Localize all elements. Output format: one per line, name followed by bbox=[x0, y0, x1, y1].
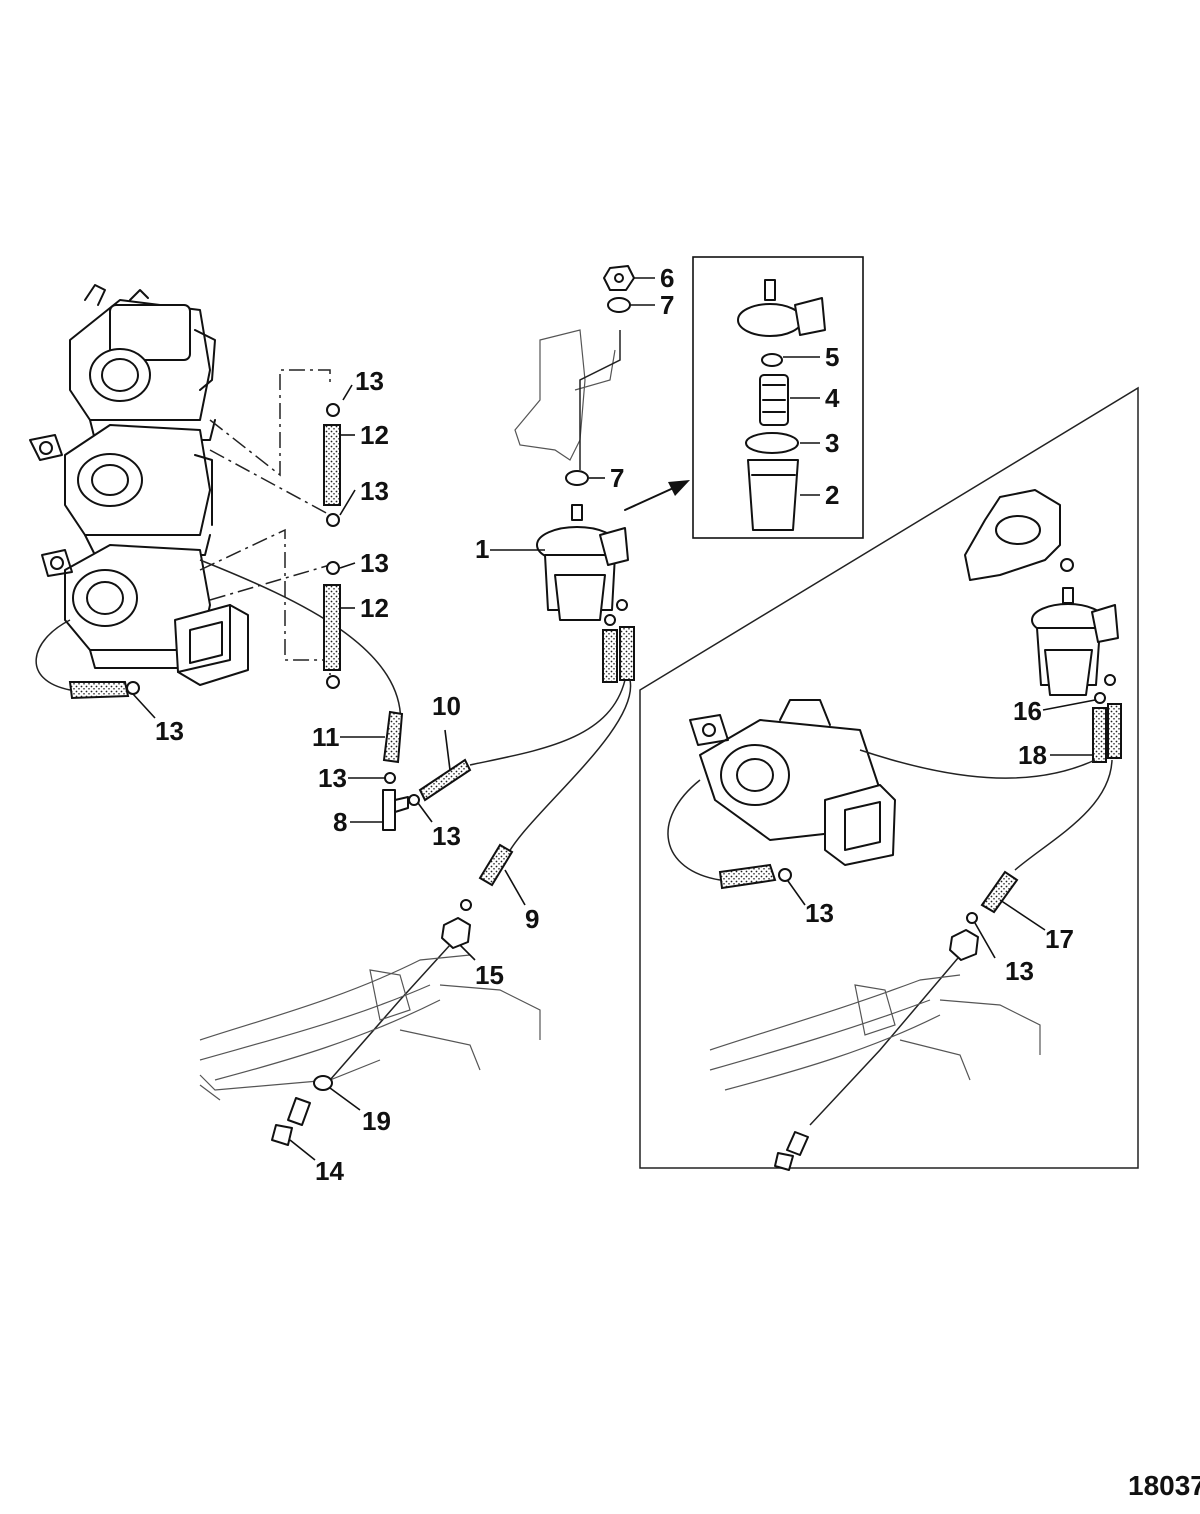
carburetor-top bbox=[69, 284, 216, 441]
callout-13-e: 13 bbox=[318, 763, 347, 793]
callout-4: 4 bbox=[825, 383, 840, 413]
callout-13-f: 13 bbox=[432, 821, 461, 851]
carburetor-bottom bbox=[41, 544, 211, 669]
fuel-pump bbox=[174, 604, 249, 686]
callout-14: 14 bbox=[315, 1156, 344, 1186]
callout-1: 1 bbox=[475, 534, 489, 564]
main-fuel-line bbox=[329, 679, 632, 1081]
callout-3: 3 bbox=[825, 428, 839, 458]
callout-13-b: 13 bbox=[360, 476, 389, 506]
callout-18: 18 bbox=[1018, 740, 1047, 770]
callout-5: 5 bbox=[825, 342, 839, 372]
callout-7-top: 7 bbox=[660, 290, 674, 320]
callout-13-d: 13 bbox=[155, 716, 184, 746]
tee-fitting-assembly bbox=[382, 679, 626, 831]
filter-detail-inset bbox=[692, 256, 864, 539]
callout-19: 19 bbox=[362, 1106, 391, 1136]
callout-8: 8 bbox=[333, 807, 347, 837]
callout-13-c: 13 bbox=[360, 548, 389, 578]
callout-10: 10 bbox=[432, 691, 461, 721]
callout-leaders bbox=[132, 277, 1096, 1161]
callout-11: 11 bbox=[312, 722, 340, 752]
carburetor-middle bbox=[29, 424, 213, 556]
crossover-hoses bbox=[323, 403, 341, 689]
alternate-model-inset bbox=[639, 386, 1139, 1171]
callout-16: 16 bbox=[1013, 696, 1042, 726]
callout-7-lower: 7 bbox=[610, 463, 624, 493]
callout-13-a: 13 bbox=[355, 366, 384, 396]
callout-labels: 1 2 3 4 5 6 7 7 8 9 10 11 12 12 13 13 13… bbox=[155, 263, 1200, 1501]
callout-9: 9 bbox=[525, 904, 539, 934]
fuel-filter-assembly bbox=[514, 265, 690, 683]
carburetor-stack bbox=[29, 284, 249, 700]
callout-13-h: 13 bbox=[1005, 956, 1034, 986]
callout-17: 17 bbox=[1045, 924, 1074, 954]
callout-12-upper: 12 bbox=[360, 420, 389, 450]
callout-2: 2 bbox=[825, 480, 839, 510]
callout-12-lower: 12 bbox=[360, 593, 389, 623]
figure-number: 18037 bbox=[1128, 1470, 1200, 1501]
callout-15: 15 bbox=[475, 960, 504, 990]
callout-6: 6 bbox=[660, 263, 674, 293]
powerhead-outline-left bbox=[199, 954, 541, 1146]
callout-13-g: 13 bbox=[805, 898, 834, 928]
